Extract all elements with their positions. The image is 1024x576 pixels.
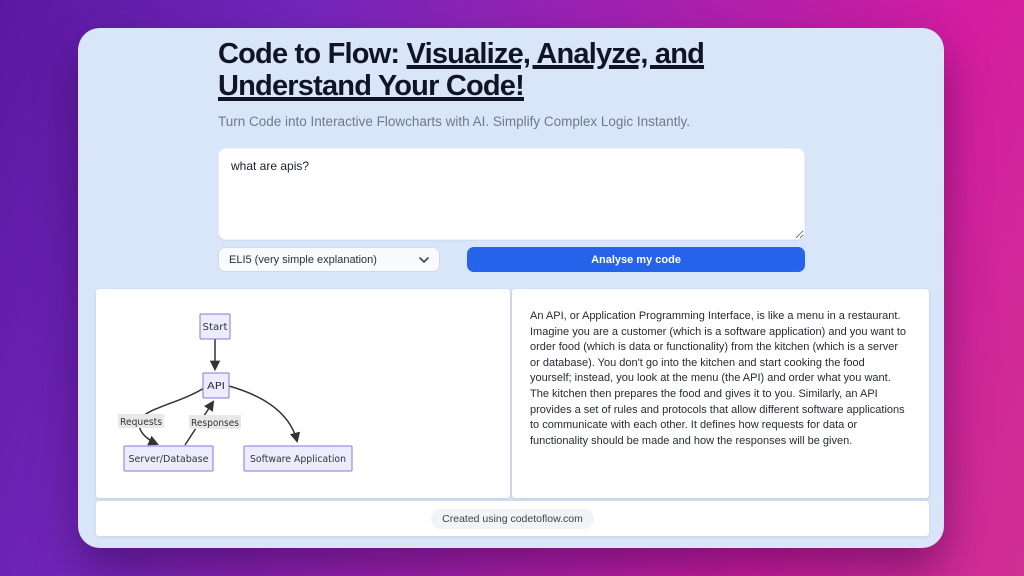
explanation-select[interactable]: ELI5 (very simple explanation) [218,247,440,272]
chevron-down-icon [419,256,429,263]
flowchart-svg: Requests Responses Start API Server/Data… [118,313,353,472]
svg-text:Requests: Requests [120,417,162,428]
node-start: Start [199,313,231,340]
node-api: API [202,372,230,399]
footer-bar: Created using codetoflow.com [96,501,929,536]
node-server-database: Server/Database [123,445,214,472]
explanation-text: An API, or Application Programming Inter… [530,310,907,447]
title-prefix: Code to Flow: [218,38,407,70]
code-input[interactable]: what are apis? [218,148,805,240]
svg-text:Server/Database: Server/Database [129,454,209,465]
edge-api-software [228,385,301,444]
credit-badge[interactable]: Created using codetoflow.com [431,508,594,529]
svg-text:API: API [207,381,225,392]
edge-label-responses: Responses [189,415,241,429]
title-underline-line2: Understand Your Code! [218,70,525,102]
node-software-application: Software Application [243,445,353,472]
svg-text:Responses: Responses [191,418,239,429]
svg-text:Start: Start [203,322,228,333]
flowchart-panel: Requests Responses Start API Server/Data… [96,289,510,498]
subtitle: Turn Code into Interactive Flowcharts wi… [218,114,690,129]
analyse-button[interactable]: Analyse my code [467,247,805,272]
title-underline-line1: Visualize, Analyze, and [406,38,705,70]
svg-text:Software Application: Software Application [250,454,346,465]
edge-label-requests: Requests [118,414,164,428]
explanation-select-value: ELI5 (very simple explanation) [229,253,377,266]
explanation-panel: An API, or Application Programming Inter… [512,289,929,498]
